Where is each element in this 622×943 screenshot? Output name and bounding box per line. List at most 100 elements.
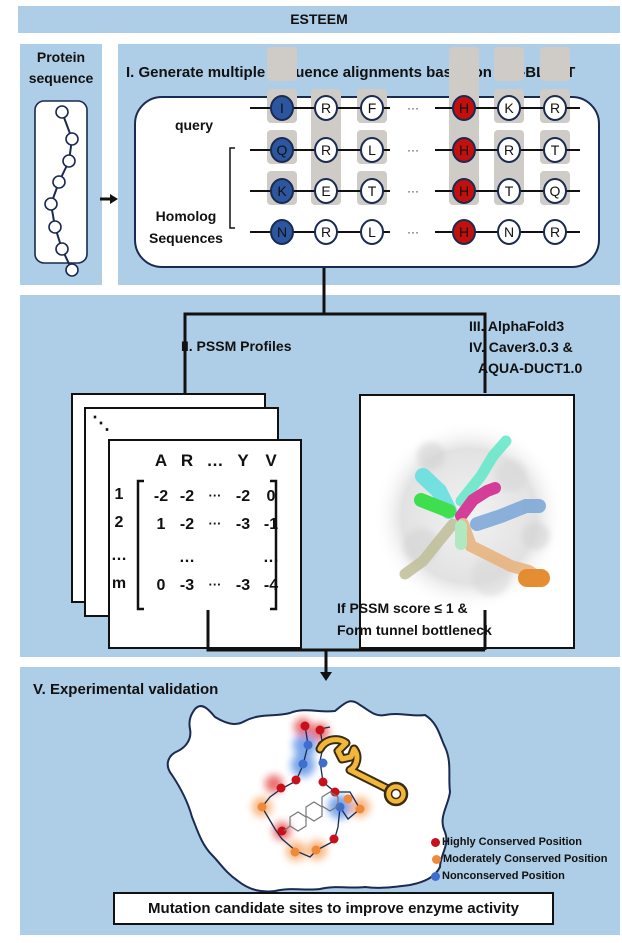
pssm-value: -4 [263,577,279,594]
pssm-value: 0 [156,577,166,594]
residue-letter: R [321,142,331,158]
residue-letter: N [504,224,514,240]
residue-letter: H [459,142,469,158]
pssm-row-header: 2 [114,514,124,531]
residue-letter: K [504,100,514,116]
pssm-value: ··· [208,488,222,503]
legend-dot-blue [431,871,440,881]
residue-letter: E [321,183,330,199]
legend-label: Highly Conserved Position [442,836,582,848]
residue-letter: H [459,224,469,240]
result-box: Mutation candidate sites to improve enzy… [113,892,554,925]
residue-letter: Q [550,183,561,199]
legend-label: Moderately Conserved Position [443,853,608,865]
residue-circle [543,219,567,245]
conservation-shade [494,47,524,81]
residue-letter: R [321,100,331,116]
pssm-col-header: A [154,451,168,470]
wrench-icon [315,735,409,807]
residue-letter: K [277,183,287,199]
residue-circle [270,219,294,245]
enzyme-outline [166,700,452,893]
step34-line2: IV. Caver3.0.3 & [469,339,573,355]
residue-circle [452,219,476,245]
residue-letter: R [504,142,514,158]
residue-node [65,263,79,277]
tunnel-structure-image [359,394,575,649]
residue-node [44,197,58,211]
condition-line1: If PSSM score ≤ 1 & [337,600,468,616]
residue-circle [360,95,384,121]
residue-circle [314,95,338,121]
legend-dot-orange [432,854,441,864]
pssm-value: -2 [179,516,195,533]
matrix-brackets [136,479,278,611]
enzyme-diagram [166,700,452,893]
pssm-value: -2 [179,488,195,505]
protein-tunnel-render [373,420,565,612]
residue-circle [543,178,567,204]
legend-moderately-conserved: Moderately Conserved Position [432,853,607,865]
residue-circle [314,219,338,245]
residue-circle [497,95,521,121]
residue-node [62,154,76,168]
pssm-value: -3 [235,577,251,594]
pssm-row-header: m [111,575,127,592]
pssm-row-header: … [111,547,127,564]
pssm-value: ··· [208,577,222,592]
residue-circle [360,219,384,245]
homolog-label-line1: Homolog [155,208,217,224]
pssm-col-header: … [206,451,224,470]
residue-circle [360,137,384,163]
step34-line3: AQUA-DUCT1.0 [478,360,583,376]
residue-letter: T [505,183,514,199]
page-title: ESTEEM [290,11,348,27]
pssm-value: -2 [235,488,251,505]
residue-circle [497,219,521,245]
alignment-ellipsis: ··· [407,184,419,198]
residue-letter: L [368,224,376,240]
conservation-shade [449,47,479,205]
residue-letter: R [550,100,560,116]
pssm-value: -2 [153,488,169,505]
residue-circle [497,178,521,204]
homolog-label-line2: Sequences [149,230,223,246]
step2-title: II. PSSM Profiles [181,338,292,354]
homolog-bracket [229,147,235,229]
pssm-value: -3 [179,577,195,594]
pssm-value: 1 [156,516,166,533]
conservation-shade [540,47,570,81]
residue-circle [452,178,476,204]
alignment-ellipsis: ··· [407,101,419,115]
legend-nonconserved: Nonconserved Position [431,870,565,882]
residue-letter: H [459,100,469,116]
legend-label: Nonconserved Position [442,870,565,882]
ligand-molecule [283,791,339,832]
residue-letter: I [280,100,284,116]
alignment-ellipsis: ··· [407,225,419,239]
pssm-value: … [263,549,279,566]
residue-circle [270,178,294,204]
protein-chain-icon [34,100,88,277]
analysis-panel: II. PSSM Profiles III. AlphaFold3 IV. Ca… [20,295,620,657]
residue-letter: N [277,224,287,240]
protein-title-line2: sequence [28,70,94,86]
residue-node [52,175,66,189]
pssm-col-header: R [180,451,194,470]
residue-letter: R [321,224,331,240]
residue-circle [452,137,476,163]
residue-letter: L [368,142,376,158]
query-label: query [174,117,214,133]
residue-circle [314,178,338,204]
residue-circle [497,137,521,163]
residue-circle [543,137,567,163]
residue-letter: H [459,183,469,199]
residue-letter: T [368,183,377,199]
validation-panel: V. Experimental validation [20,667,620,935]
residue-circle [270,137,294,163]
legend-dot-red [431,837,440,847]
pssm-value: … [179,549,195,566]
pssm-value: 0 [266,488,276,505]
